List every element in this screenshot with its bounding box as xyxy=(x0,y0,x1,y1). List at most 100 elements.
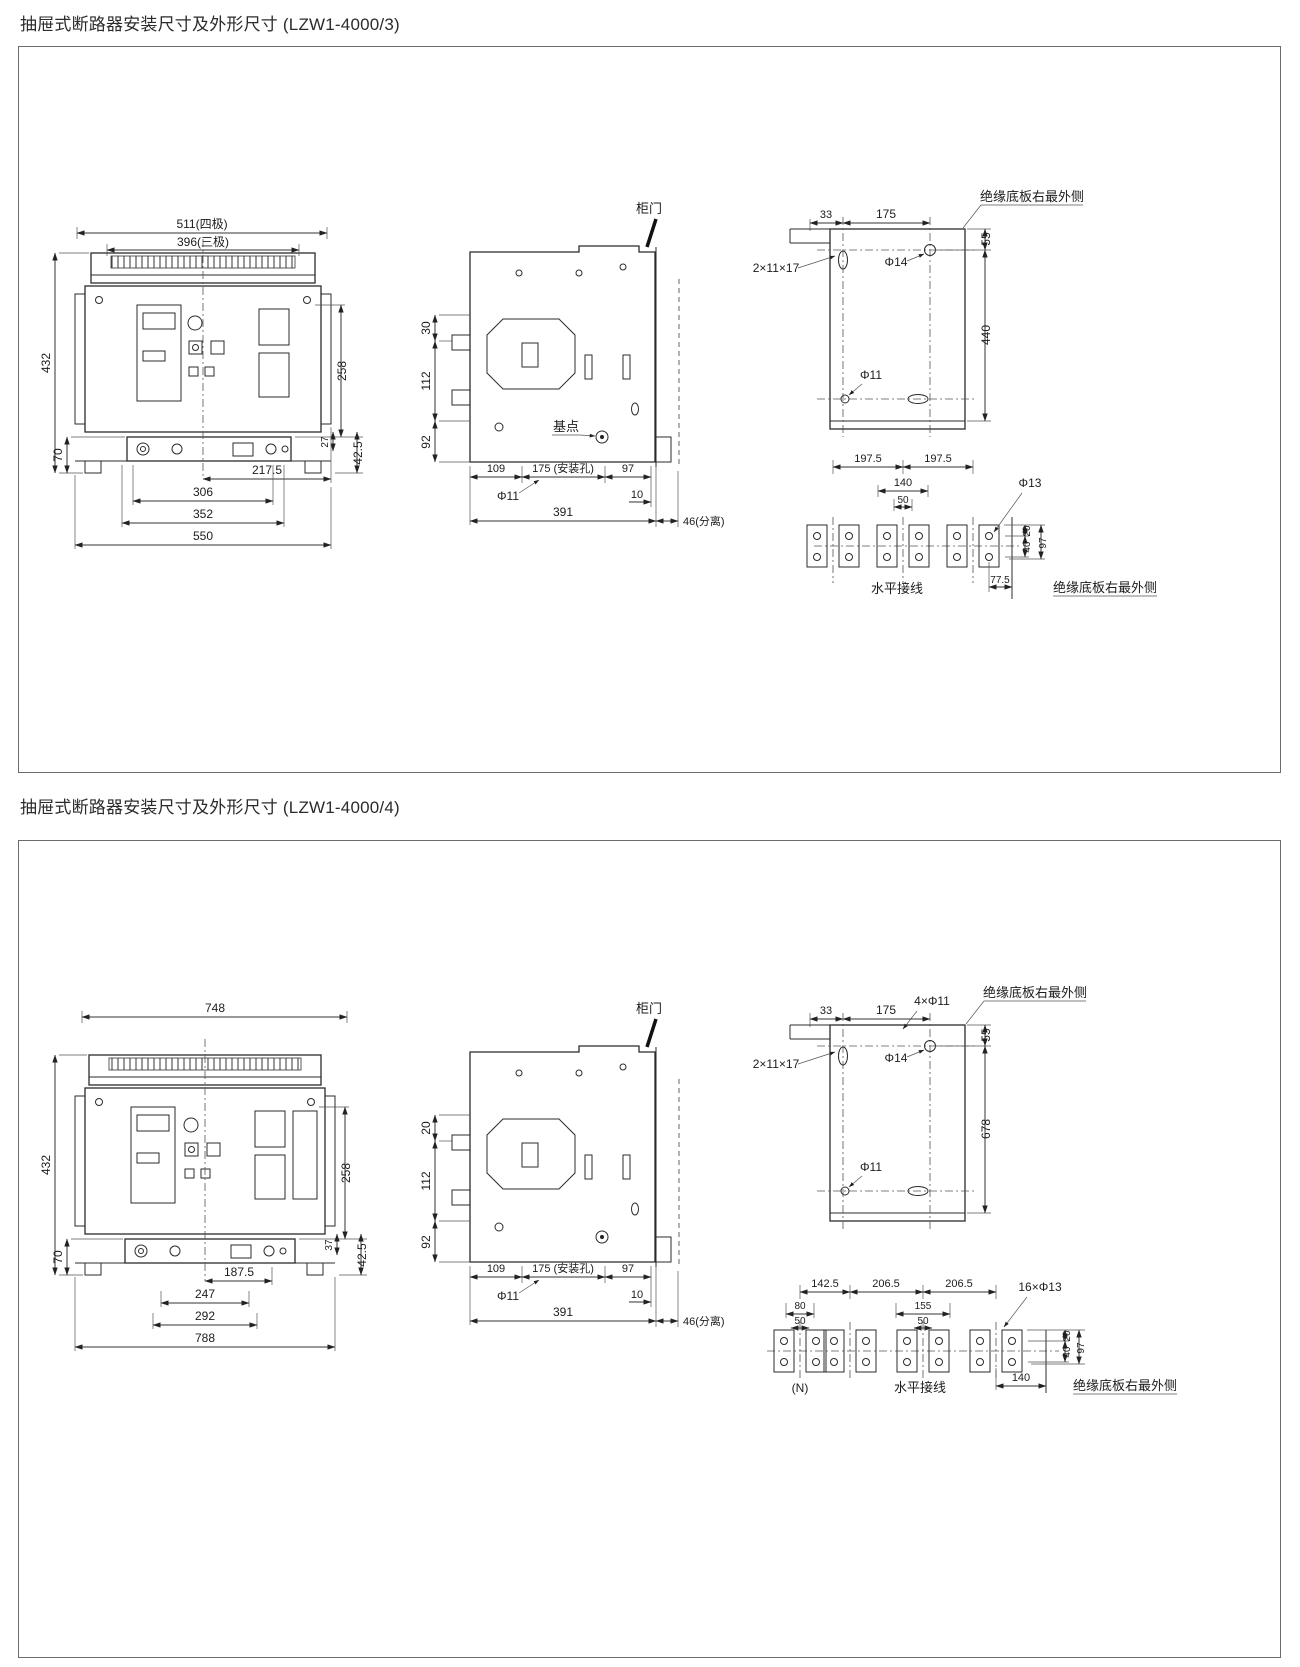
dim-175-mount: 175 (安装孔) xyxy=(532,1261,594,1275)
cabinet-door-label: 柜门 xyxy=(636,201,662,216)
dim-292: 292 xyxy=(195,1309,215,1323)
dim-42-5: 42.5 xyxy=(355,1243,369,1267)
dim-55: 55 xyxy=(979,1028,993,1042)
dim-40: 40 xyxy=(1062,1346,1073,1358)
dim-phi11: Φ11 xyxy=(497,489,519,503)
side-view: 柜门 xyxy=(419,1001,725,1328)
dim-550: 550 xyxy=(193,529,213,543)
dim-306: 306 xyxy=(193,485,213,499)
dim-phi14: Φ14 xyxy=(885,255,908,269)
dim-432: 432 xyxy=(39,1155,53,1175)
dim-206-5-b: 206.5 xyxy=(945,1278,973,1290)
dim-50-b: 50 xyxy=(917,1316,929,1327)
dim-phi13: Φ13 xyxy=(1019,476,1042,490)
dim-432: 432 xyxy=(39,353,53,373)
dim-206-5-a: 206.5 xyxy=(872,1278,900,1290)
dim-10: 10 xyxy=(631,1289,643,1301)
dim-27: 27 xyxy=(320,436,331,448)
dim-46-sep: 46(分离) xyxy=(683,1314,725,1328)
dim-4xphi11: 4×Φ11 xyxy=(914,994,950,1008)
terminal-view: 197.5 197.5 140 50 xyxy=(806,453,1157,599)
dim-140: 140 xyxy=(894,477,912,489)
dim-175: 175 xyxy=(876,207,896,221)
dim-16xphi13: 16×Φ13 xyxy=(1018,1280,1062,1294)
dim-33: 33 xyxy=(820,209,832,221)
note-insulating-plate-right: 绝缘底板右最外侧 xyxy=(983,985,1087,1000)
dim-77-5: 77.5 xyxy=(990,575,1010,586)
front-view: 511(四极) 396(三极) 432 70 258 27 xyxy=(39,217,365,549)
dim-37: 37 xyxy=(324,1239,335,1251)
dim-92: 92 xyxy=(419,435,433,449)
dim-70: 70 xyxy=(51,1250,65,1264)
dim-20: 20 xyxy=(1022,525,1033,537)
drawing-lzw1-4000-4: 748 432 70 258 37 42.5 187.5 xyxy=(39,985,1177,1395)
dim-258: 258 xyxy=(339,1163,353,1183)
dim-258: 258 xyxy=(335,361,349,381)
neutral-pole-label: (N) xyxy=(792,1381,809,1395)
dim-112: 112 xyxy=(419,371,433,390)
dim-352: 352 xyxy=(193,507,213,521)
dim-112: 112 xyxy=(419,1171,433,1190)
side-view: 柜门 基点 xyxy=(419,201,725,528)
dim-20: 20 xyxy=(1062,1330,1073,1342)
dim-678: 678 xyxy=(979,1119,993,1139)
dim-109: 109 xyxy=(487,463,505,475)
dim-phi11-rear: Φ11 xyxy=(860,368,882,382)
dim-slot-2x11x17: 2×11×17 xyxy=(753,1057,800,1071)
cabinet-door-label: 柜门 xyxy=(636,1001,662,1016)
note-insulating-plate-right-bottom: 绝缘底板右最外侧 xyxy=(1053,580,1157,595)
terminal-view: 142.5 206.5 206.5 16×Φ13 80 50 155 50 xyxy=(767,1278,1177,1395)
dim-97-v: 97 xyxy=(1076,1342,1087,1354)
dim-396-3p: 396(三极) xyxy=(177,235,229,249)
dim-46-sep: 46(分离) xyxy=(683,514,725,528)
dim-55: 55 xyxy=(979,232,993,246)
dim-70: 70 xyxy=(51,448,65,462)
base-point-label: 基点 xyxy=(553,419,579,434)
dim-phi11: Φ11 xyxy=(497,1289,519,1303)
note-insulating-plate-right: 绝缘底板右最外侧 xyxy=(980,189,1084,204)
section2-panel: 748 432 70 258 37 42.5 187.5 xyxy=(18,840,1281,1658)
horizontal-wiring-label: 水平接线 xyxy=(871,581,923,596)
dim-97: 97 xyxy=(622,1263,634,1275)
dim-80: 80 xyxy=(794,1301,806,1312)
dim-50-a: 50 xyxy=(794,1316,806,1327)
drawing-lzw1-4000-3: 511(四极) 396(三极) 432 70 258 27 xyxy=(39,189,1157,599)
dim-97: 97 xyxy=(622,463,634,475)
section1-title: 抽屉式断路器安装尺寸及外形尺寸 (LZW1-4000/3) xyxy=(20,15,400,34)
dim-slot-2x11x17: 2×11×17 xyxy=(753,261,800,275)
dim-92: 92 xyxy=(419,1235,433,1249)
dim-788: 788 xyxy=(195,1331,215,1345)
dim-217-5: 217.5 xyxy=(252,463,282,477)
dim-109: 109 xyxy=(487,1263,505,1275)
horizontal-wiring-label: 水平接线 xyxy=(894,1380,946,1395)
dim-42-5: 42.5 xyxy=(351,441,365,465)
dim-187-5: 187.5 xyxy=(224,1265,254,1279)
dim-247: 247 xyxy=(195,1287,215,1301)
dim-142-5: 142.5 xyxy=(811,1278,839,1290)
dim-197-5-a: 197.5 xyxy=(854,453,882,465)
section1-panel: 511(四极) 396(三极) 432 70 258 27 xyxy=(18,46,1281,773)
dim-33: 33 xyxy=(820,1005,832,1017)
dim-155: 155 xyxy=(915,1301,932,1312)
dim-175-mount: 175 (安装孔) xyxy=(532,461,594,475)
dim-140: 140 xyxy=(1012,1372,1030,1384)
dim-391: 391 xyxy=(553,1305,573,1319)
dim-20: 20 xyxy=(419,1121,433,1135)
note-insulating-plate-right-bottom: 绝缘底板右最外侧 xyxy=(1073,1378,1177,1393)
dim-phi14: Φ14 xyxy=(885,1051,908,1065)
dim-391: 391 xyxy=(553,505,573,519)
dim-175: 175 xyxy=(876,1003,896,1017)
dim-30: 30 xyxy=(419,321,433,335)
dim-197-5-b: 197.5 xyxy=(924,453,952,465)
dim-50: 50 xyxy=(897,495,909,506)
rear-view: 绝缘底板右最外侧 4×Φ11 33 175 xyxy=(753,985,1087,1229)
dim-97-v: 97 xyxy=(1038,537,1049,549)
dim-phi11-rear: Φ11 xyxy=(860,1160,882,1174)
rear-view: 绝缘底板右最外侧 33 175 xyxy=(753,189,1084,437)
dim-40: 40 xyxy=(1022,541,1033,553)
dim-748: 748 xyxy=(205,1001,225,1015)
dim-10: 10 xyxy=(631,489,643,501)
section2-title: 抽屉式断路器安装尺寸及外形尺寸 (LZW1-4000/4) xyxy=(20,798,400,817)
front-view: 748 432 70 258 37 42.5 187.5 xyxy=(39,1001,369,1351)
